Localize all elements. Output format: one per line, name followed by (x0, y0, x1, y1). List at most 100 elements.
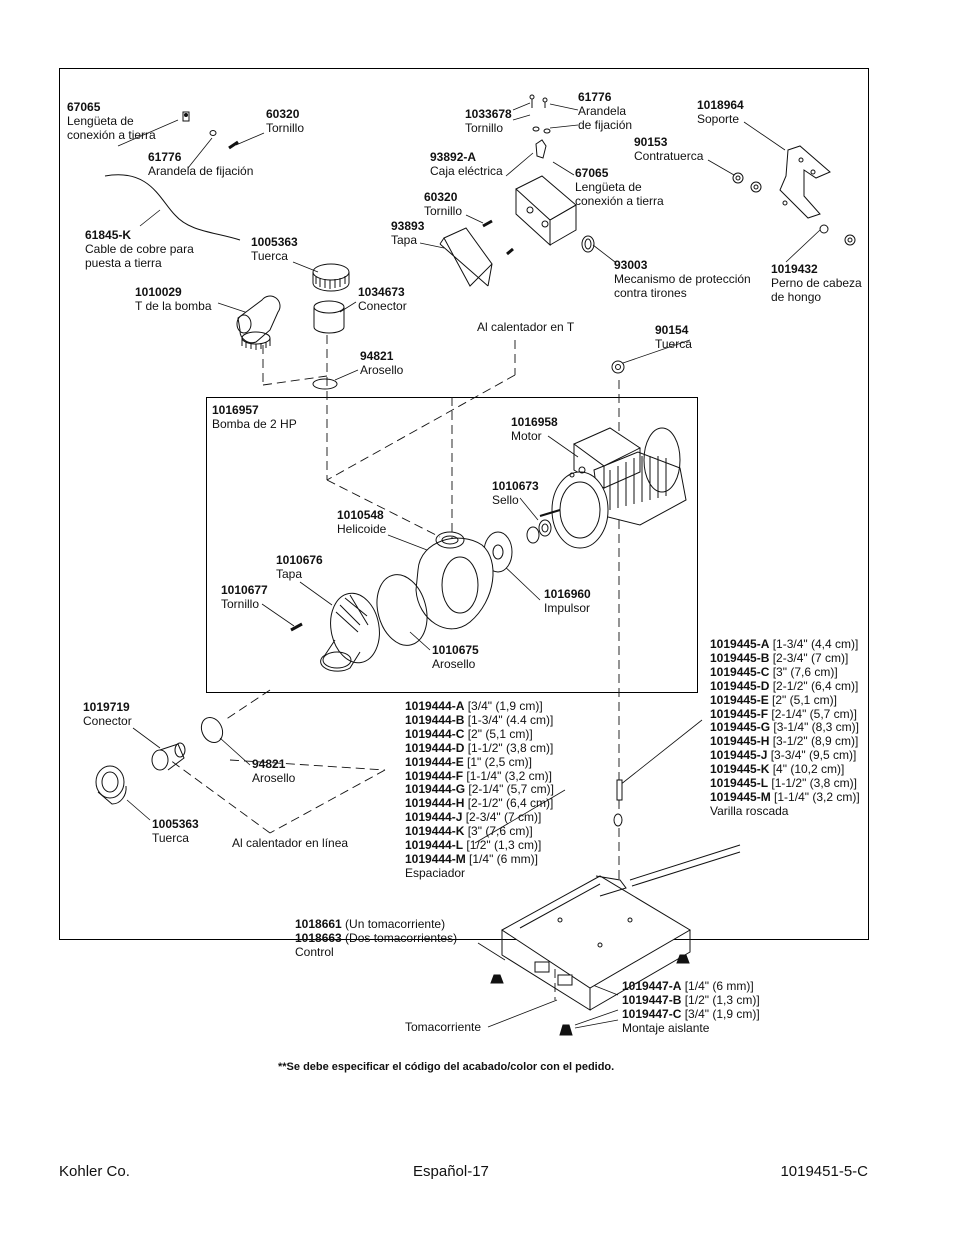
spacers-row: 1019444-L [1/2" (1,3 cm)] (405, 838, 554, 853)
rods-code: 1019445-F (710, 706, 769, 721)
spacers-code: 1019444-G (405, 782, 466, 797)
pump-cover (320, 592, 380, 672)
rods-size: [4" (10,2 cm)] (769, 762, 845, 777)
spacers-code: 1019444-C (405, 726, 465, 741)
nut-top (312, 263, 350, 292)
screws-cover (482, 219, 514, 256)
threaded-rod-list: 1019445-A [1-3/4" (4,4 cm)]1019445-B [2-… (710, 637, 860, 819)
mounts-code: 1019447-A (622, 979, 682, 993)
spacers-row: 1019444-J [2-3/4" (7 cm)] (405, 810, 554, 825)
spacers-code: 1019444-E (405, 754, 464, 769)
rods-row: 1019445-E [2" (5,1 cm)] (710, 692, 860, 708)
spacers-row: 1019444-C [2" (5,1 cm)] (405, 726, 554, 742)
rods-code: 1019445-A (710, 637, 770, 651)
rods-row: 1019445-B [2-3/4" (7 cm)] (710, 650, 860, 666)
spacers-desc: Espaciador (405, 865, 466, 880)
spacers-code: 1019444-M (405, 851, 466, 866)
spacers-code: 1019444-H (405, 796, 465, 811)
locknuts (732, 172, 762, 193)
connector-inline (151, 742, 186, 771)
threaded-rod (616, 779, 623, 801)
lock-washer-left (209, 130, 217, 136)
pump-tee (236, 295, 281, 350)
rods-size: [2-3/4" (7 cm)] (769, 650, 849, 665)
rods-row: 1019445-G [3-1/4" (8,3 cm)] (710, 720, 860, 735)
oring-large (376, 574, 428, 646)
footer-page: Español-17 (413, 1163, 489, 1180)
spacers-size: [1/2" (1,3 cm)] (463, 838, 542, 853)
rods-size: [2-1/2" (6,4 cm)] (769, 678, 859, 693)
rods-code: 1019445-D (710, 678, 770, 693)
oring-top (312, 378, 338, 390)
rods-code: 1019445-J (710, 748, 768, 763)
spacers-size: [2-3/4" (7 cm)] (462, 810, 542, 825)
callout-t-heater: Al calentador en T (477, 320, 575, 334)
seal (526, 519, 552, 544)
rods-size: [2" (5,1 cm)] (768, 692, 837, 707)
rods-code: 1019445-E (710, 692, 769, 707)
rods-row: 1019445-A [1-3/4" (4,4 cm)] (710, 637, 860, 652)
spacers-size: [3/4" (1,9 cm)] (464, 699, 543, 713)
footer-doc-number: 1019451-5-C (780, 1163, 868, 1180)
screw-1010677 (290, 622, 303, 632)
spacers-row: 1019444-H [2-1/2" (6,4 cm)] (405, 796, 554, 811)
spacers-row: 1019444-M [1/4" (6 mm)] (405, 851, 554, 867)
mounts-row: 1019447-A [1/4" (6 mm)] (622, 979, 760, 994)
carriage-bolts (819, 224, 856, 246)
mounts-code: 1019447-B (622, 992, 682, 1007)
callout-inline-heater: Al calentador en línea (232, 836, 349, 850)
rods-size: [1-1/2" (3,8 cm)] (768, 776, 857, 791)
order-note: **Se debe especificar el código del acab… (278, 1061, 615, 1073)
mounts-code: 1019447-C (622, 1006, 682, 1021)
spacers-row: 1019444-K [3" (7,6 cm)] (405, 824, 554, 839)
spacers-row: 1019444-E [1" (2,5 cm)] (405, 754, 554, 770)
volute (415, 531, 494, 630)
control-row: 1018663 (Dos tomacorrientes) (295, 931, 457, 946)
spacers-code: 1019444-F (405, 768, 464, 783)
spacers-size: [1-3/4" (4.4 cm)] (464, 712, 554, 727)
spacers-code: 1019444-B (405, 712, 465, 727)
rods-desc: Varilla roscada (710, 803, 789, 818)
rods-code: 1019445-K (710, 762, 770, 777)
spacers-row: 1019444-D [1-1/2" (3,8 cm)] (405, 740, 554, 756)
control-desc: Control (295, 944, 334, 959)
spacers-size: [1-1/2" (3,8 cm)] (464, 740, 554, 755)
rods-code: 1019445-M (710, 789, 771, 804)
bracket (779, 145, 831, 219)
spacers-code: 1019444-L (405, 838, 464, 853)
spacers-row: 1019444-G [2-1/4" (5,7 cm)] (405, 782, 554, 797)
spacers-size: [2" (5,1 cm)] (464, 726, 533, 741)
rods-code: 1019445-L (710, 776, 769, 791)
spacers-size: [2-1/4" (5,7 cm)] (465, 782, 554, 797)
isolation-mount-list: 1019447-A [1/4" (6 mm)]1019447-B [1/2" (… (622, 979, 760, 1036)
control-code: 1018661 (295, 917, 342, 931)
rods-size: [1-1/4" (3,2 cm)] (770, 789, 860, 804)
spacers-size: [1/4" (6 mm)] (465, 851, 538, 866)
spacers-row: 1019444-A [3/4" (1,9 cm)] (405, 699, 554, 714)
screw-left (228, 140, 239, 150)
rods-row: 1019445-J [3-3/4" (9,5 cm)] (710, 748, 860, 763)
